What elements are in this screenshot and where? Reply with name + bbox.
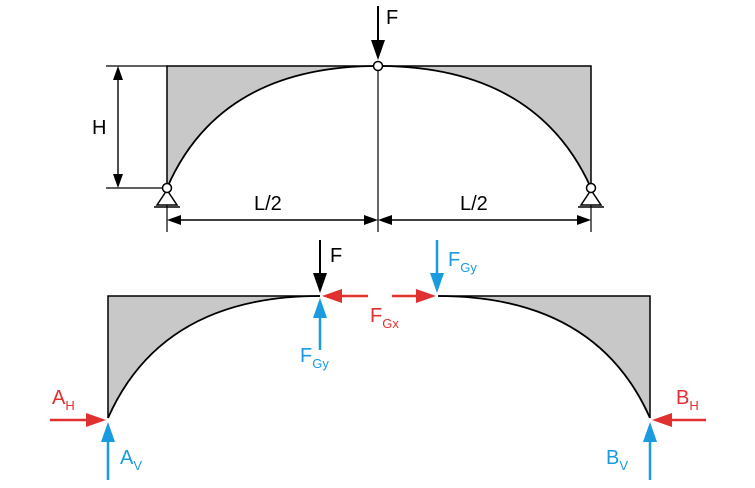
- fgy-right-label: FGy: [448, 249, 477, 275]
- fgy-left-arrow: [313, 298, 327, 350]
- left-half-curve: [107, 295, 321, 419]
- av-label: AV: [120, 447, 142, 473]
- av-arrow: [101, 422, 115, 480]
- top-load-label: F: [386, 7, 398, 29]
- fgy-right-arrow: [430, 240, 444, 293]
- span-right-label: L/2: [460, 193, 488, 215]
- fgy-left-label: FGy: [300, 345, 329, 371]
- left-support: [154, 182, 180, 208]
- right-support: [578, 182, 604, 208]
- right-half-outline: [438, 295, 651, 418]
- fgx-right-arrow: [392, 289, 436, 303]
- right-half-arch: [437, 295, 651, 419]
- top-arch-fill-left: [167, 66, 378, 188]
- left-half-arch: [107, 295, 321, 419]
- right-half-fill: [438, 296, 650, 418]
- height-dimension: [106, 65, 167, 189]
- bottom-load-label: F: [330, 245, 342, 267]
- bh-label: BH: [676, 387, 699, 413]
- span-left-label: L/2: [254, 193, 282, 215]
- span-dimension: [166, 205, 592, 232]
- top-arch: F H L/2 L/2: [92, 6, 604, 232]
- bottom-load-arrow: [313, 240, 327, 293]
- left-half-fill: [108, 296, 320, 418]
- height-label: H: [92, 117, 106, 139]
- ah-label: AH: [52, 387, 75, 413]
- bh-arrow: [652, 413, 706, 427]
- bv-label: BV: [606, 447, 628, 473]
- crown-hinge: [372, 60, 384, 72]
- top-load-arrow: [371, 6, 385, 60]
- left-half-outline: [107, 295, 320, 418]
- right-half-curve: [437, 295, 651, 419]
- top-arch-fill-right: [378, 66, 591, 188]
- ah-arrow: [50, 413, 106, 427]
- fgx-label: FGx: [370, 305, 399, 331]
- fgx-left-arrow: [322, 289, 368, 303]
- bv-arrow: [643, 422, 657, 480]
